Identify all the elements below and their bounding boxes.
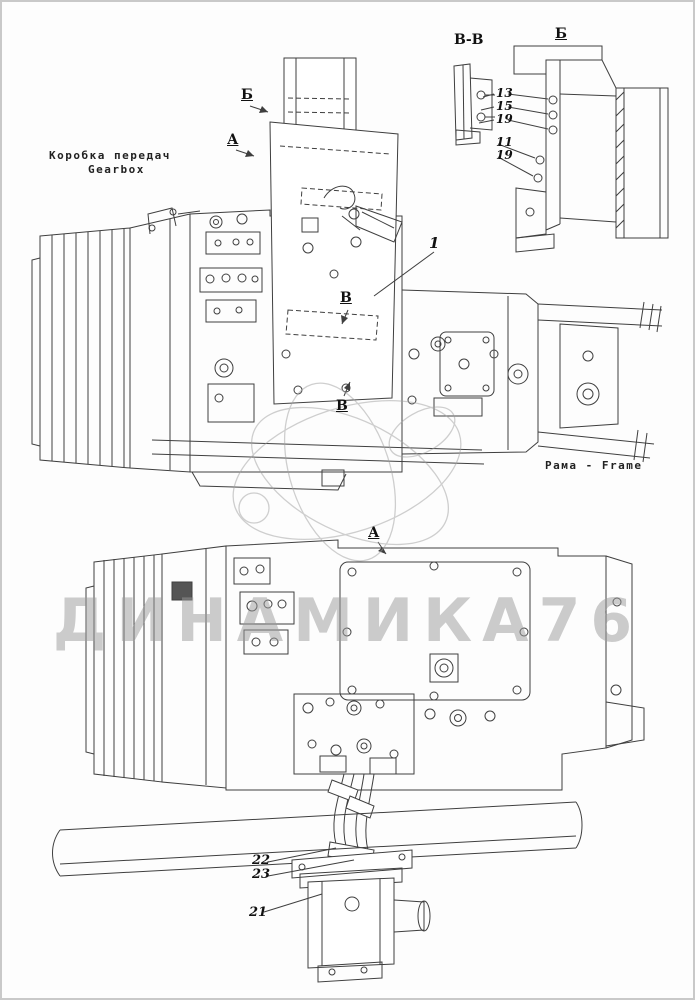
bracket-plate-part-1: [269, 57, 403, 405]
view-label-a-top: А: [227, 132, 239, 148]
detail-view-b: [513, 45, 669, 253]
callout-part-19a: 19: [496, 112, 513, 126]
callout-part-1: 1: [429, 234, 440, 252]
top-assembly: [31, 207, 663, 491]
leader-lines: [263, 93, 549, 913]
view-arrows: [235, 105, 387, 555]
callout-part-23: 23: [252, 867, 271, 882]
view-label-b-detail: Б: [555, 26, 567, 42]
component-21: [291, 849, 431, 983]
label-gearbox-en: Gearbox: [88, 163, 145, 176]
view-label-a-bottom: А: [368, 525, 380, 541]
bottom-assembly: [85, 539, 645, 791]
view-label-v-lower: В: [336, 398, 348, 414]
hoses: [327, 773, 375, 865]
label-frame: Рама - Frame: [545, 459, 643, 472]
view-label-b-arrow: Б: [241, 87, 253, 103]
watermark-logo-icon: [232, 382, 462, 562]
detail-view-vv: [453, 63, 495, 146]
callout-part-13: 13: [496, 86, 513, 100]
view-label-section-vv: В-В: [454, 32, 484, 48]
callout-part-21: 21: [249, 905, 268, 920]
callout-part-19b: 19: [496, 148, 513, 162]
callout-part-11: 11: [496, 135, 513, 149]
view-label-v-upper: В: [340, 290, 352, 306]
callout-part-22: 22: [252, 853, 271, 868]
label-gearbox-ru: Коробка передач: [49, 149, 171, 162]
callout-part-15: 15: [496, 99, 513, 113]
